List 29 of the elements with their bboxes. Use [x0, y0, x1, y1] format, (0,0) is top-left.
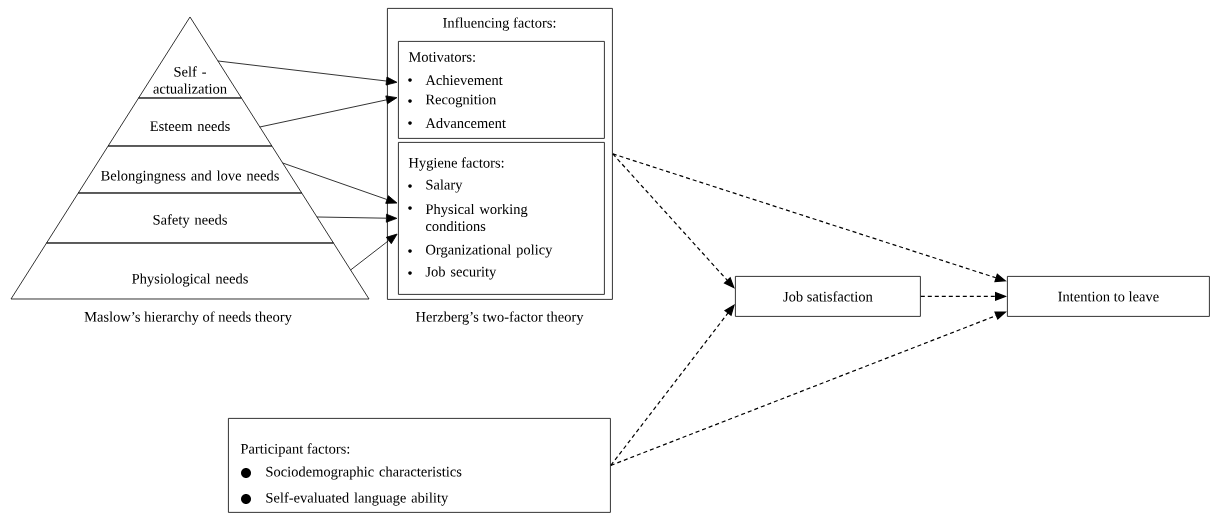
process-box: Intention to leave: [1007, 276, 1210, 317]
pyramid-level: Self -actualization: [138, 16, 242, 99]
list-heading: Motivators:: [408, 52, 475, 62]
process-box: Job satisfaction: [735, 276, 921, 317]
factor-box: [228, 418, 611, 513]
arrow: [316, 213, 398, 223]
arrow: [282, 162, 398, 204]
list-item: Organizational policy: [426, 244, 553, 258]
node-label: Herzberg’s two-factor theory: [415, 311, 584, 325]
arrow: [612, 153, 735, 289]
list-heading: Participant factors:: [240, 443, 350, 457]
arrow: [350, 233, 398, 271]
list-item: Advancement: [425, 117, 506, 129]
list-item: Physical working conditions: [425, 203, 528, 232]
pyramid-level: Esteem needs: [107, 97, 273, 147]
pyramid-level: Belongingness and love needs: [77, 145, 303, 194]
factor-box: [398, 142, 605, 295]
arrow: [259, 95, 398, 128]
list-item: Sociodemographic characteristics: [266, 466, 462, 480]
list-item: Recognition: [425, 94, 497, 108]
list-heading: Hygiene factors:: [408, 157, 504, 171]
list-item: Achievement: [425, 74, 503, 86]
factor-box: [398, 41, 605, 139]
arrow: [217, 60, 398, 86]
pyramid-level: Safety needs: [46, 192, 334, 244]
list-item: Salary: [426, 179, 463, 193]
list-item: Job security: [425, 266, 497, 280]
pyramid-level: Physiological needs: [10, 242, 370, 300]
list-item: Self-evaluated language ability: [266, 492, 449, 506]
